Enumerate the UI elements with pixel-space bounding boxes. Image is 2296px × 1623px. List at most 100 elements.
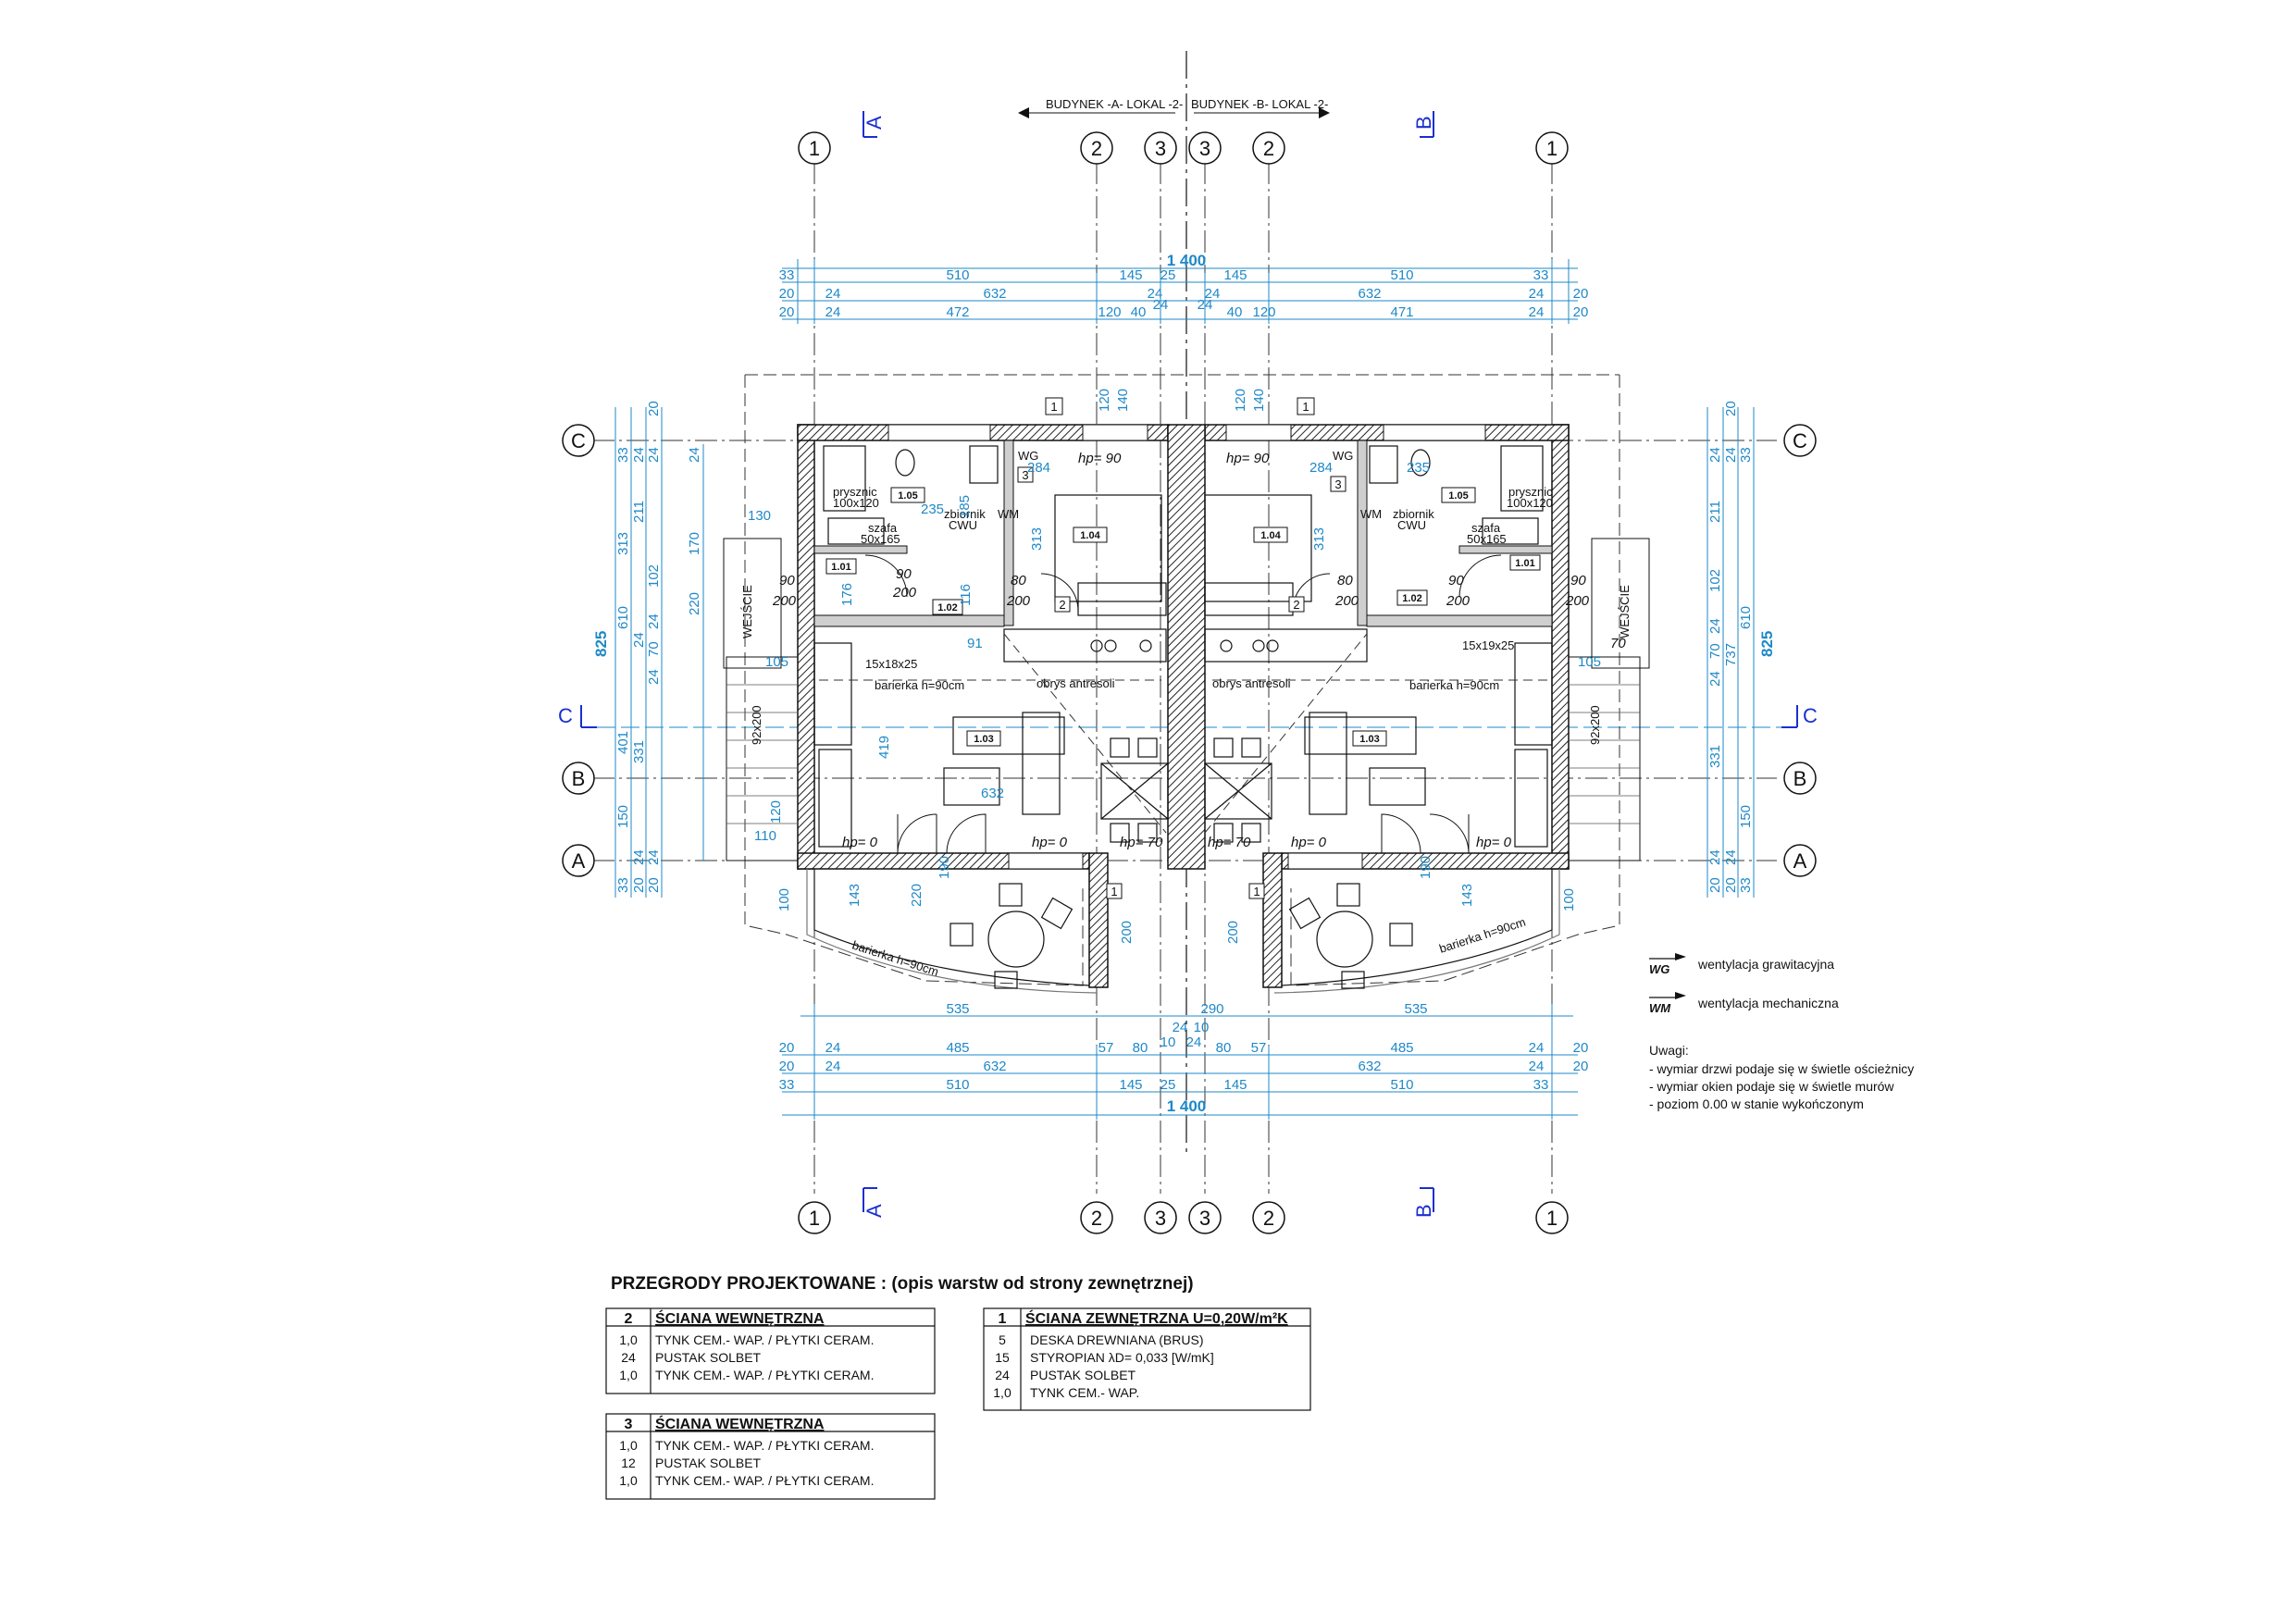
hp-label: hp= 90 xyxy=(1078,451,1122,466)
room-number: 1.02 xyxy=(1402,593,1421,604)
dim-text: 632 xyxy=(1358,1059,1381,1074)
dim-text: 632 xyxy=(983,286,1006,302)
table-num: 3 xyxy=(625,1417,633,1432)
room-number: 1.01 xyxy=(831,562,850,573)
dim-text: 105 xyxy=(765,654,788,670)
room-number: 1.02 xyxy=(937,602,957,613)
dim-text: 24 xyxy=(1205,286,1221,302)
dim-text: 20 xyxy=(646,877,662,893)
dim-text: 24 xyxy=(825,286,841,302)
tank-label-2: CWU xyxy=(949,518,977,532)
dimension-chain-bottom xyxy=(782,1004,1578,1120)
dim-text: 24 xyxy=(1723,849,1739,865)
dim-text: 737 xyxy=(1723,643,1739,666)
dim-text: 57 xyxy=(1098,1040,1114,1056)
dim-text: 110 xyxy=(754,828,776,844)
hp-label: hp= 0 xyxy=(1032,835,1068,850)
notes: Uwagi: - wymiar drzwi podaje się w świet… xyxy=(1649,1043,1914,1111)
room-number: 1.04 xyxy=(1260,530,1281,541)
wall-tag: 3 xyxy=(1334,477,1341,491)
dim-text: 143 xyxy=(1459,884,1475,907)
section-b-top: B xyxy=(1412,116,1435,130)
dim-text: 535 xyxy=(946,1001,969,1017)
dim-text: 70 xyxy=(646,641,662,657)
dim-text: 145 xyxy=(1119,1077,1142,1093)
dim-text: 10 xyxy=(1194,1020,1210,1035)
dim-text: 20 xyxy=(779,1059,795,1074)
dim-text: 471 xyxy=(1390,304,1413,320)
dim-text: 20 xyxy=(1723,401,1739,416)
dim-text: 102 xyxy=(646,564,662,588)
wall-tag: 2 xyxy=(1293,598,1299,612)
barrier-label: barierka h=90cm xyxy=(875,678,964,692)
dim-text: 20 xyxy=(779,286,795,302)
dim-text: 24 xyxy=(1707,849,1723,865)
dim-text: 20 xyxy=(779,1040,795,1056)
dim-text: 33 xyxy=(779,267,795,283)
dim-text: 70 xyxy=(1707,643,1723,659)
dim-text: 20 xyxy=(1573,1040,1589,1056)
wardrobe-label: szafa xyxy=(868,521,898,535)
wardrobe-size: 50x165 xyxy=(1467,532,1507,546)
dim-total-top: 1 400 xyxy=(1167,252,1207,269)
dim-text: 91 xyxy=(967,636,983,651)
dim-text: 200 xyxy=(1006,593,1031,609)
section-a-bottom: A xyxy=(863,1204,886,1218)
layer-thickness: 1,0 xyxy=(619,1332,638,1347)
layer-thickness: 1,0 xyxy=(619,1438,638,1453)
layer-thickness: 5 xyxy=(999,1332,1006,1347)
dim-text: 510 xyxy=(946,1077,969,1093)
axis-label: C xyxy=(571,429,586,452)
dim-text: 40 xyxy=(1131,304,1147,320)
room-number: 1.05 xyxy=(898,490,917,502)
dim-text: 200 xyxy=(1334,593,1359,609)
windows xyxy=(887,424,1486,870)
interior-furniture xyxy=(813,445,1553,848)
dim-text: 20 xyxy=(646,401,662,416)
hp-label: hp= 0 xyxy=(842,835,878,850)
dim-text: 24 xyxy=(1529,286,1545,302)
dim-text: 235 xyxy=(921,502,944,517)
dim-text: 80 xyxy=(1133,1040,1148,1056)
note-line: - wymiar drzwi podaje się w świetle ości… xyxy=(1649,1061,1914,1076)
table-num: 1 xyxy=(999,1311,1007,1327)
entrance-label-left: WEJŚCIE xyxy=(740,585,754,638)
dim-text: 211 xyxy=(631,501,647,523)
partition-table-1: 1 ŚCIANA ZEWNĘTRZNA U=0,20W/m²K 5 DESKA … xyxy=(983,1307,1311,1411)
wardrobe-label: szafa xyxy=(1471,521,1501,535)
dim-text: 200 xyxy=(1119,921,1135,944)
dim-text: 25 xyxy=(1160,267,1176,283)
wg-icon: WG xyxy=(1649,962,1669,976)
dim-text: 24 xyxy=(1148,286,1163,302)
dim-text: 211 xyxy=(1707,501,1723,523)
wg-text: wentylacja grawitacyjna xyxy=(1697,957,1834,972)
dim-text: 24 xyxy=(1198,297,1213,313)
dim-text: 24 xyxy=(825,304,841,320)
axis-label: 2 xyxy=(1091,1207,1102,1230)
dim-text: 24 xyxy=(646,669,662,685)
note-line: - poziom 0.00 w stanie wykończonym xyxy=(1649,1096,1864,1111)
wall-tag: 1 xyxy=(1302,400,1309,414)
room-number: 1.03 xyxy=(1359,734,1379,745)
dim-text: 20 xyxy=(1707,877,1723,893)
dimension-text-left: 825 33 313 610 401 150 33 24 211 24 331 … xyxy=(592,401,892,893)
dim-text: 24 xyxy=(1153,297,1169,313)
tank-label-2: CWU xyxy=(1397,518,1426,532)
dim-text: 70 xyxy=(1610,636,1626,651)
dim-text: 33 xyxy=(615,877,631,893)
dim-text: 200 xyxy=(1565,593,1590,609)
dim-text: 20 xyxy=(1573,286,1589,302)
dim-text: 33 xyxy=(779,1077,795,1093)
top-building-label: BUDYNEK -A- LOKAL -2- BUDYNEK -B- LOKAL … xyxy=(1018,97,1330,118)
dim-text: 120 xyxy=(1098,304,1121,320)
dim-text: 105 xyxy=(1578,654,1601,670)
dim-total-right: 825 xyxy=(1758,631,1776,657)
dim-text: 145 xyxy=(1223,267,1247,283)
wm-tag: WM xyxy=(1360,507,1382,521)
hp-label: hp= 0 xyxy=(1476,835,1512,850)
wg-tag: WG xyxy=(1018,449,1038,463)
wall-tag: 2 xyxy=(1059,598,1065,612)
plan-dimensions: 235 235 284 284 185 313 313 130 90 200 9… xyxy=(748,389,1626,944)
notes-title: Uwagi: xyxy=(1649,1043,1689,1058)
barrier-label: barierka h=90cm xyxy=(1409,678,1499,692)
